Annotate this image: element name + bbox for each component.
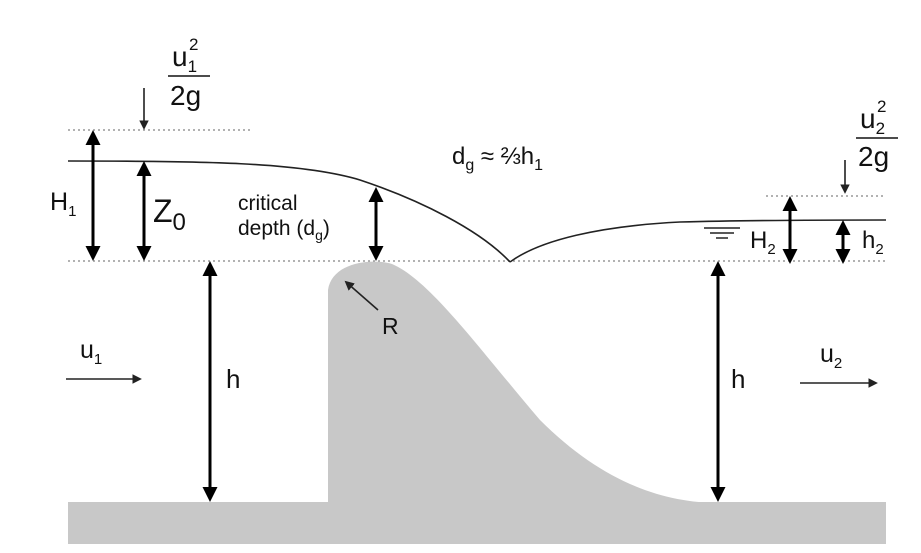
radius-label: R xyxy=(382,313,399,339)
water-surface-upstream xyxy=(67,160,511,263)
svg-text:u1: u1 xyxy=(172,41,197,76)
svg-text:2g: 2g xyxy=(170,80,201,111)
h-right-label: h xyxy=(731,364,745,394)
Z0-label: Z0 xyxy=(153,193,186,236)
critical-depth-formula: dg ≈ ⅔h1 xyxy=(452,143,543,174)
u2-label: u2 xyxy=(820,340,842,372)
h2-label: h2 xyxy=(862,227,884,258)
weir-crest xyxy=(328,261,720,503)
H1-label: H1 xyxy=(50,188,76,220)
u1-label: u1 xyxy=(80,336,102,368)
water-level-icon xyxy=(704,227,740,239)
velocity-head-downstream-label: u2 2 2g xyxy=(856,97,898,172)
h-left-label: h xyxy=(226,364,240,394)
svg-text:u2: u2 xyxy=(860,103,885,138)
H2-label: H2 xyxy=(750,227,776,258)
channel-bed xyxy=(68,502,886,544)
svg-text:2: 2 xyxy=(189,35,198,54)
critical-depth-label-line1: critical xyxy=(238,192,298,215)
critical-depth-label-line2: depth (dg) xyxy=(238,217,330,243)
water-surface-downstream xyxy=(509,219,887,263)
svg-text:2: 2 xyxy=(877,97,886,116)
radius-pointer xyxy=(344,280,379,311)
velocity-head-upstream-label: u1 2 2g xyxy=(168,35,210,111)
svg-text:2g: 2g xyxy=(858,141,889,172)
